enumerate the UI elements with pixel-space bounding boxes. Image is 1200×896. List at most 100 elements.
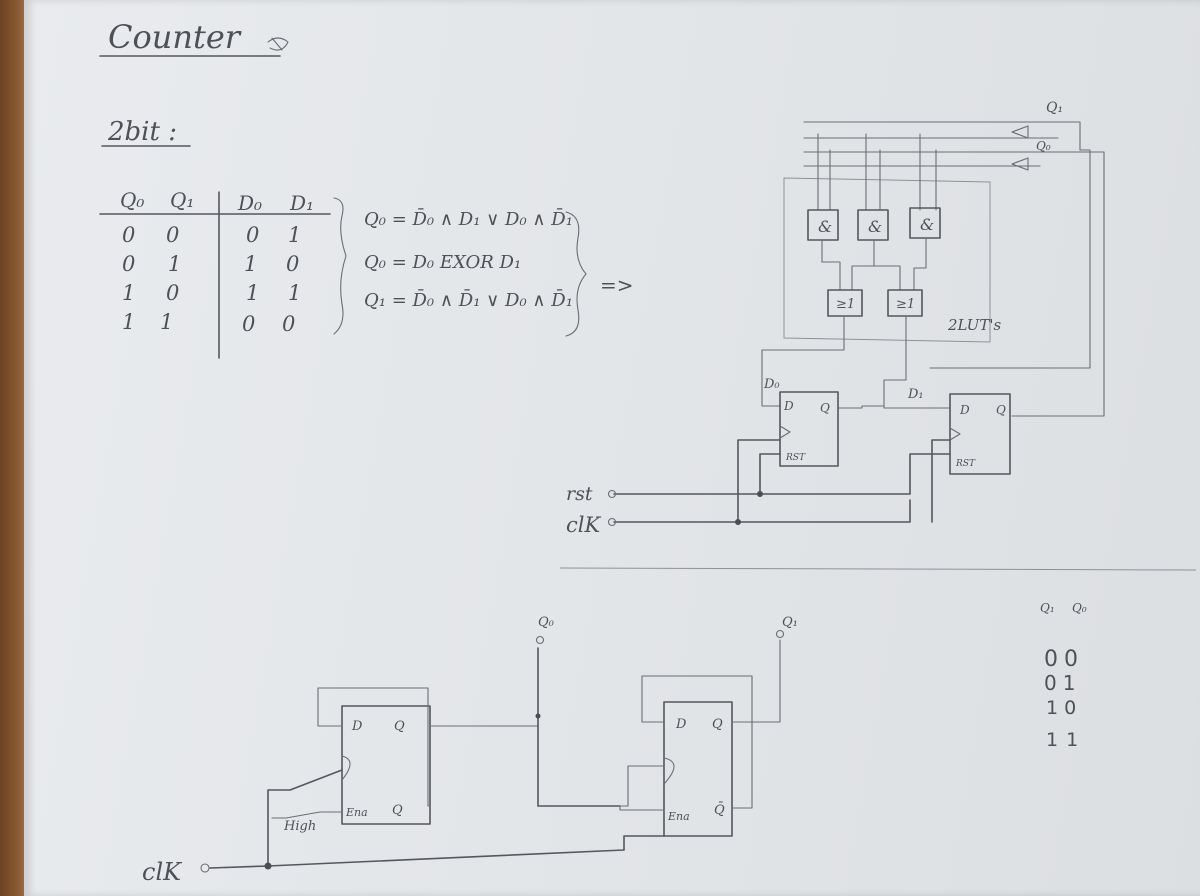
rst-label: rst: [566, 483, 593, 505]
inverter-icon: [1011, 125, 1029, 171]
or-label: ≥1: [896, 297, 915, 312]
bottom-circuit: D Q Ena Q High Q₀ D Q Ena Q̄ Q₁ clK: [142, 615, 798, 886]
cell: 0: [122, 223, 135, 247]
cell: 0: [282, 312, 295, 336]
rst-clk-wires: [613, 439, 951, 523]
q1-terminal: [775, 629, 785, 639]
ffa-q: Q: [394, 719, 405, 734]
gate-inputs: [817, 133, 937, 211]
ffb-ena: Ena: [667, 810, 690, 823]
equations: Q₀ = D̄₀ ∧ D₁ ∨ D₀ ∧ D̄₁ Q₀ = D₀ EXOR D₁…: [364, 207, 634, 337]
q1-wire: [731, 639, 781, 723]
and-label: &: [868, 217, 882, 236]
cell: 0: [286, 252, 299, 276]
cell: 0: [246, 223, 259, 247]
cell: 0: [166, 281, 179, 305]
doodle-mark: [267, 37, 289, 51]
and-gate-1: [807, 209, 839, 241]
ffb-q: Q: [712, 717, 723, 732]
cell: 1: [168, 252, 181, 276]
high-wire: [271, 811, 343, 819]
clk-label: clK: [142, 858, 183, 886]
junction: [264, 862, 272, 870]
q0-label: Q₀: [538, 615, 555, 630]
flipflop-b: [663, 701, 733, 837]
flipflop-a: [341, 705, 431, 825]
and-label: &: [818, 217, 832, 236]
ff1-d: D: [783, 399, 794, 413]
cell: 1: [122, 281, 135, 305]
cell: 1: [288, 223, 301, 247]
q0-terminal: [535, 635, 545, 645]
brace-right: [565, 211, 587, 337]
count-sequence: Q₁ Q₀ 00 01 10 11: [1040, 601, 1087, 751]
subtitle: 2bit :: [107, 117, 177, 147]
ffa-ena: Ena: [345, 806, 368, 819]
output-q0: Q₀: [1036, 139, 1051, 153]
ffa-d: D: [351, 719, 363, 734]
flipflop-1: [779, 391, 839, 467]
cell: 1: [288, 281, 301, 305]
section-divider: [559, 567, 1197, 571]
input-bus: [803, 121, 1059, 167]
seq-row: 10: [1046, 697, 1082, 719]
clk-terminal: [607, 517, 617, 527]
junction: [735, 519, 741, 525]
header-d0: D₀: [237, 191, 262, 215]
rst-terminal: [607, 489, 617, 499]
truth-table: Q₀ Q₁ D₀ D₁ 0 0 0 1 0 1 1 0 1 0 1 1 1 1 …: [99, 188, 347, 359]
clk-terminal: [200, 863, 210, 873]
and-label: &: [920, 215, 934, 234]
seq-header-q0: Q₀: [1072, 601, 1087, 615]
cell: 0: [242, 312, 255, 336]
clk-wire: [209, 769, 665, 869]
ffa-qbar: Q: [392, 803, 403, 818]
ffb-d: D: [675, 717, 687, 732]
junction: [757, 491, 763, 497]
cell: 1: [122, 310, 135, 334]
ff1-rst: RST: [785, 453, 806, 463]
flipflop-2: [949, 393, 1011, 475]
q1-label: Q₁: [782, 615, 798, 630]
high-label: High: [283, 819, 316, 834]
equation-2: Q₀ = D₀ EXOR D₁: [364, 252, 521, 273]
clock-triangle-icon: [779, 425, 791, 439]
cell: 0: [122, 252, 135, 276]
ff2-d: D: [959, 403, 970, 417]
ff2-q: Q: [996, 403, 1006, 417]
or-gate-1: [827, 289, 863, 317]
feedback-wires: [929, 121, 1105, 417]
ffb-qbar: Q̄: [714, 802, 725, 818]
paper-sheet: [24, 0, 1200, 896]
equation-1: Q₀ = D̄₀ ∧ D₁ ∨ D₀ ∧ D̄₁: [364, 207, 573, 230]
clock-triangle-icon: [341, 755, 351, 781]
or-label: ≥1: [836, 297, 855, 312]
q0-wire: [537, 647, 621, 807]
ffb-clock-wire: [619, 765, 665, 811]
equation-3: Q₁ = D̄₀ ∧ D̄₁ ∨ D₀ ∧ D̄₁: [364, 288, 573, 311]
seq-row: 01: [1044, 671, 1081, 695]
output-q1: Q₁: [1046, 100, 1063, 116]
seq-header-q1: Q₁: [1040, 601, 1055, 615]
or-to-ff-wires: [761, 315, 951, 409]
ff1-output-wire: [837, 405, 885, 409]
ff2-input-label: D₁: [907, 387, 924, 402]
ffa-feedback: [317, 687, 431, 807]
junction: [535, 713, 541, 719]
clk-label: clK: [566, 513, 601, 537]
seq-row: 11: [1046, 729, 1086, 751]
and-gate-3: [909, 207, 941, 239]
ff1-q: Q: [820, 401, 830, 415]
ff2-rst: RST: [955, 459, 976, 469]
or-gate-2: [887, 289, 923, 317]
cell: 1: [246, 281, 259, 305]
top-circuit: Q₁ Q₀ 2LUT's & & & ≥1 ≥1 D₀ D₁ D Q RST: [566, 100, 1105, 537]
header-q1: Q₁: [170, 188, 194, 212]
clock-triangle-icon: [949, 427, 961, 441]
header-d1: D₁: [289, 191, 314, 215]
implies-arrow: =>: [600, 273, 634, 297]
header-q0: Q₀: [120, 188, 144, 212]
brace-left: [333, 197, 347, 335]
lut-label: 2LUT's: [947, 316, 1001, 334]
